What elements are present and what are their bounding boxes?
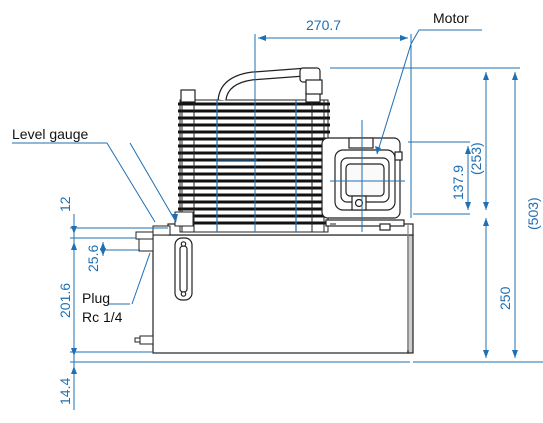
label-plug: Plug xyxy=(82,290,110,306)
dim-upper-height: (253) xyxy=(468,142,484,175)
label-motor: Motor xyxy=(433,10,469,26)
dim-tank-height: 250 xyxy=(497,286,513,310)
label-level-gauge: Level gauge xyxy=(12,126,89,142)
label-plug-thread: Rc 1/4 xyxy=(82,309,123,325)
arrowheads xyxy=(71,35,518,374)
dim-plug-offset: 25.6 xyxy=(85,245,101,272)
dim-total-height: (503) xyxy=(525,197,541,230)
dim-motor-height: 137.9 xyxy=(450,165,466,200)
dim-top-width: 270.7 xyxy=(306,17,341,33)
elbow-fitting xyxy=(299,67,323,95)
cooler-caps xyxy=(180,89,321,103)
drain-fitting xyxy=(134,335,154,345)
dim-bottom-offset: 14.4 xyxy=(57,378,73,405)
cooler-core xyxy=(178,99,330,233)
plug-fitting xyxy=(135,225,171,252)
level-gauge-body xyxy=(174,237,193,301)
dimension-lines xyxy=(12,29,543,410)
dim-left-offset: 12 xyxy=(57,196,73,212)
dim-left-height: 201.6 xyxy=(57,283,73,318)
motor-body xyxy=(321,137,405,231)
